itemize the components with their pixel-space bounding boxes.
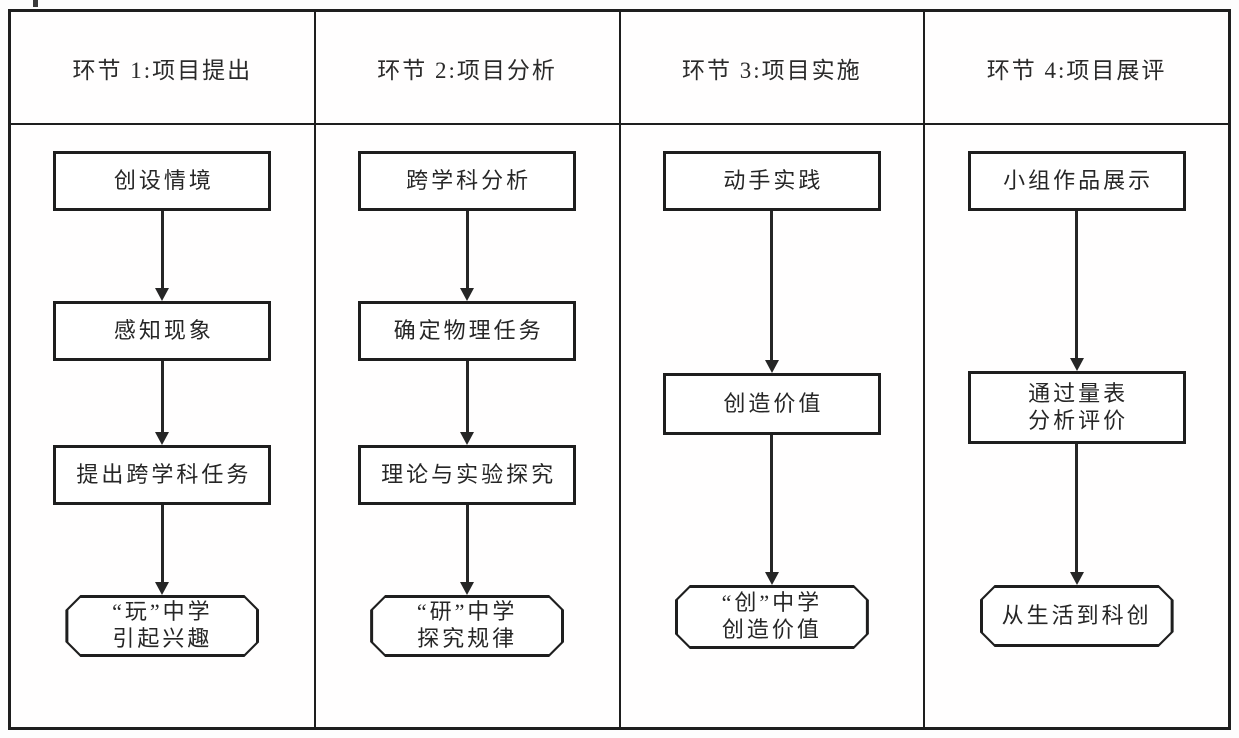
process-box: 理论与实验探究 (358, 445, 577, 505)
process-box: 跨学科分析 (358, 151, 577, 211)
flow-arrow-down-icon (155, 505, 170, 595)
process-box-label: 创设情境 (113, 167, 214, 193)
arrow-head (460, 582, 475, 595)
flow-arrow-down-icon (1069, 444, 1084, 585)
arrow-head (155, 582, 170, 595)
flow-arrow-down-icon (155, 211, 170, 301)
flow-arrow-down-icon (460, 361, 475, 445)
stage-4-header: 环节 4:项目展评 (925, 12, 1228, 125)
arrow-shaft (160, 361, 164, 432)
arrow-shaft (770, 435, 774, 572)
arrow-head (1069, 358, 1084, 371)
terminal-box-label: 引起兴趣 (112, 626, 213, 651)
arrow-shaft (1075, 444, 1079, 572)
process-box-label: 分析评价 (1028, 407, 1129, 433)
arrow-head (764, 572, 779, 585)
terminal-box-label: 创造价值 (721, 617, 822, 642)
scan-artifact (33, 0, 38, 7)
column-stage-4: 环节 4:项目展评 小组作品展示 通过量表 分析评价 (923, 12, 1228, 727)
flow-arrow-down-icon (1069, 211, 1084, 371)
stage-1-header: 环节 1:项目提出 (11, 12, 314, 125)
stage-3-header: 环节 3:项目实施 (620, 12, 924, 125)
stage-2-header: 环节 2:项目分析 (315, 12, 619, 125)
process-box: 感知现象 (53, 301, 272, 361)
process-box-label: 确定物理任务 (393, 317, 544, 343)
arrow-head (155, 432, 170, 445)
stage-4-body: 小组作品展示 通过量表 分析评价 从生活到科创 (925, 125, 1228, 727)
column-stage-1: 环节 1:项目提出 创设情境 感知现象 提出跨学科任务 (11, 12, 314, 727)
arrow-head (460, 288, 475, 301)
stage-1-header-label: 环节 1:项目提出 (72, 57, 253, 83)
process-box: 创造价值 (662, 373, 881, 435)
arrow-shaft (770, 211, 774, 360)
process-box: 小组作品展示 (967, 151, 1186, 211)
terminal-box-inner: “玩”中学 引起兴趣 (68, 598, 256, 654)
terminal-box-label: “创”中学 (721, 590, 823, 616)
process-box: 提出跨学科任务 (53, 445, 272, 505)
flow-arrow-down-icon (460, 211, 475, 301)
stage-1-body: 创设情境 感知现象 提出跨学科任务 (11, 125, 314, 727)
terminal-box-inner: 从生活到科创 (983, 588, 1171, 644)
column-stage-2: 环节 2:项目分析 跨学科分析 确定物理任务 理论与实验探究 (313, 12, 619, 727)
terminal-box-inner: “创”中学 创造价值 (678, 588, 866, 646)
stage-4-header-label: 环节 4:项目展评 (986, 57, 1167, 83)
terminal-box-label: 从生活到科创 (1001, 602, 1152, 628)
terminal-box-label: 探究规律 (417, 626, 518, 651)
arrow-head (1069, 572, 1084, 585)
terminal-box-label: “玩”中学 (112, 599, 213, 625)
arrow-shaft (465, 361, 469, 432)
terminal-box: 从生活到科创 (980, 585, 1174, 647)
diagram-frame: 环节 1:项目提出 创设情境 感知现象 提出跨学科任务 (8, 9, 1231, 730)
flow-arrow-down-icon (764, 435, 779, 585)
stage-3-header-label: 环节 3:项目实施 (682, 57, 862, 83)
process-box-label: 跨学科分析 (406, 167, 532, 193)
terminal-box-label: “研”中学 (416, 599, 518, 625)
process-box: 创设情境 (53, 151, 272, 211)
arrow-shaft (160, 505, 164, 582)
process-box-label: 动手实践 (723, 167, 824, 193)
process-box-label: 理论与实验探究 (381, 461, 557, 487)
process-box-label: 创造价值 (723, 390, 824, 416)
process-box-label: 小组作品展示 (1003, 167, 1154, 193)
stage-2-body: 跨学科分析 确定物理任务 理论与实验探究 (316, 125, 619, 727)
arrow-shaft (465, 211, 469, 288)
process-box-label: 感知现象 (113, 317, 214, 343)
arrow-head (764, 360, 779, 373)
arrow-shaft (1075, 211, 1079, 358)
stage-3-body: 动手实践 创造价值 “创”中学 创造价值 (621, 125, 924, 727)
flow-arrow-down-icon (764, 211, 779, 373)
terminal-box: “创”中学 创造价值 (675, 585, 869, 649)
process-box: 通过量表 分析评价 (967, 371, 1186, 444)
terminal-box: “玩”中学 引起兴趣 (65, 595, 259, 657)
arrow-head (460, 432, 475, 445)
flow-arrow-down-icon (460, 505, 475, 595)
arrow-shaft (465, 505, 469, 582)
column-stage-3: 环节 3:项目实施 动手实践 创造价值 (618, 12, 924, 727)
arrow-head (155, 288, 170, 301)
process-box-label: 通过量表 (1028, 380, 1129, 406)
terminal-box-inner: “研”中学 探究规律 (373, 598, 561, 654)
terminal-box: “研”中学 探究规律 (370, 595, 564, 657)
process-box: 确定物理任务 (358, 301, 577, 361)
arrow-shaft (160, 211, 164, 288)
flow-arrow-down-icon (155, 361, 170, 445)
process-box: 动手实践 (662, 151, 881, 211)
process-box-label: 提出跨学科任务 (76, 461, 252, 487)
stage-2-header-label: 环节 2:项目分析 (377, 57, 557, 83)
